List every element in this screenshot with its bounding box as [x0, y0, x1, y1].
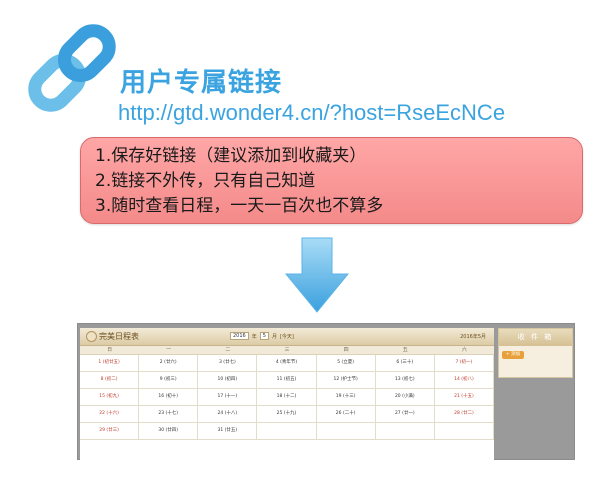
calendar-controls: 2016 年 5 月 [今天]: [230, 332, 294, 340]
inbox-title: 收 件 箱: [499, 329, 572, 346]
calendar-day-cell[interactable]: 20 (小满): [375, 389, 435, 406]
calendar-day-label: 25 (十九): [276, 411, 297, 416]
calendar-day-cell[interactable]: 5 (立夏): [316, 355, 376, 372]
calendar-day-cell[interactable]: 11 (初五): [257, 372, 317, 389]
weekday-label: 四: [343, 347, 349, 353]
calendar-day-label: 6 (三十): [396, 360, 414, 365]
calendar-day-label: 28 (廿二): [454, 411, 474, 416]
calendar-day-label: 30 (廿四): [158, 428, 179, 433]
calendar-day-label: 24 (十八): [217, 411, 238, 416]
calendar-day-cell[interactable]: 9 (初三): [139, 372, 199, 389]
calendar-toolbar: 完美日程表 2016 年 5 月 [今天] 2016年5月: [80, 328, 494, 346]
weekday-label: 二: [225, 347, 231, 353]
calendar-day-cell[interactable]: 25 (十九): [257, 406, 317, 423]
calendar-day-cell[interactable]: 18 (十二): [257, 389, 317, 406]
calendar-day-label: 23 (十七): [158, 411, 179, 416]
calendar-day-cell[interactable]: 29 (廿三): [80, 423, 140, 440]
calendar-day-cell[interactable]: 24 (十八): [198, 406, 258, 423]
calendar-day-cell[interactable]: 3 (廿七): [198, 355, 258, 372]
user-link[interactable]: http://gtd.wonder4.cn/?host=RseEcNCe: [118, 100, 506, 125]
calendar-day-label: 9 (初三): [159, 377, 177, 382]
add-button[interactable]: + 添加: [502, 351, 524, 359]
calendar-day-cell[interactable]: 14 (初八): [434, 372, 494, 389]
calendar-day-label: 10 (初四): [217, 377, 238, 382]
calendar-day-label: 2 (廿六): [159, 360, 177, 365]
chain-link-icon: [28, 24, 116, 112]
calendar-day-label: 4 (青年节): [275, 360, 298, 365]
calendar-day-cell[interactable]: 2 (廿六): [139, 355, 199, 372]
calendar-day-label: 18 (十二): [276, 394, 297, 399]
calendar-day-cell[interactable]: 21 (十五): [434, 389, 494, 406]
calendar-day-cell[interactable]: 16 (初十): [139, 389, 199, 406]
tip-line-1: 1.保存好链接（建议添加到收藏夹）: [95, 146, 367, 166]
calendar-day-label: 13 (初七): [394, 377, 415, 382]
calendar-day-cell[interactable]: 4 (青年节): [257, 355, 317, 372]
calendar-day-cell[interactable]: 10 (初四): [198, 372, 258, 389]
calendar-day-cell[interactable]: [316, 423, 376, 440]
calendar-logo-icon: [86, 331, 97, 342]
calendar-preview: 完美日程表 2016 年 5 月 [今天] 2016年5月 日 一 二 三 四 五 六 1 …: [77, 323, 575, 461]
weekday-label: 一: [166, 347, 172, 353]
calendar-day-label: 8 (初二): [100, 377, 118, 382]
calendar-day-label: 5 (立夏): [337, 360, 355, 365]
inbox-panel: 收 件 箱 + 添加: [498, 328, 573, 378]
calendar-day-label: 20 (小满): [394, 394, 415, 399]
tip-line-2: 2.链接不外传，只有自己知道: [95, 171, 316, 191]
calendar-day-label: 3 (廿七): [218, 360, 236, 365]
tip-line-3: 3.随时查看日程，一天一百次也不算多: [95, 196, 384, 216]
calendar-day-cell[interactable]: [257, 423, 317, 440]
calendar-day-cell[interactable]: 6 (三十): [375, 355, 435, 372]
month-suffix: 月: [271, 333, 277, 340]
calendar-day-cell[interactable]: [375, 423, 435, 440]
weekday-label: 五: [402, 347, 408, 353]
calendar-day-label: 22 (十六): [99, 411, 119, 416]
calendar-day-label: 11 (初五): [276, 377, 297, 382]
calendar-day-cell[interactable]: 30 (廿四): [139, 423, 199, 440]
calendar-day-label: 27 (廿一): [394, 411, 415, 416]
weekday-header: 日一二三四五六: [80, 346, 494, 355]
calendar-day-cell[interactable]: 26 (二十): [316, 406, 376, 423]
calendar-day-label: 21 (十五): [454, 394, 474, 399]
calendar-day-label: 15 (初九): [99, 394, 119, 399]
calendar-current-month: 2016年5月: [460, 334, 486, 340]
calendar-day-label: 26 (二十): [335, 411, 356, 416]
calendar-day-label: 17 (十一): [217, 394, 238, 399]
calendar-day-cell[interactable]: 19 (十三): [316, 389, 376, 406]
calendar-day-cell[interactable]: 28 (廿二): [434, 406, 494, 423]
calendar-day-cell[interactable]: 23 (十七): [139, 406, 199, 423]
calendar-panel: 完美日程表 2016 年 5 月 [今天] 2016年5月 日 一 二 三 四 五 六 1 …: [80, 328, 494, 461]
calendar-day-cell[interactable]: [434, 423, 494, 440]
year-select[interactable]: 2016: [230, 332, 249, 340]
calendar-day-cell[interactable]: 15 (初九): [80, 389, 140, 406]
calendar-grid: 1 (初廿五) 2 (廿六) 3 (廿七) 4 (青年节) 5 (立夏) 6 (三十) 7 …: [80, 355, 494, 440]
calendar-day-label: 31 (廿五): [217, 428, 238, 433]
calendar-brand: 完美日程表: [99, 332, 139, 341]
weekday-label: 日: [107, 347, 113, 353]
calendar-day-cell[interactable]: 31 (廿五): [198, 423, 258, 440]
calendar-day-cell[interactable]: 8 (初二): [80, 372, 140, 389]
tips-box: 1.保存好链接（建议添加到收藏夹） 2.链接不外传，只有自己知道 3.随时查看日…: [80, 137, 583, 224]
weekday-label: 六: [461, 347, 467, 353]
calendar-day-label: 19 (十三): [335, 394, 356, 399]
calendar-day-label: 29 (廿三): [99, 428, 119, 433]
calendar-day-cell[interactable]: 27 (廿一): [375, 406, 435, 423]
arrow-down-icon: [284, 237, 350, 313]
calendar-day-cell[interactable]: 13 (初七): [375, 372, 435, 389]
calendar-day-label: 7 (初一): [455, 360, 473, 365]
calendar-day-cell[interactable]: 1 (初廿五): [80, 355, 140, 372]
calendar-day-label: 14 (初八): [454, 377, 474, 382]
page-title: 用户专属链接: [120, 68, 283, 98]
calendar-day-cell[interactable]: 7 (初一): [434, 355, 494, 372]
calendar-day-label: 12 (护士节): [333, 377, 358, 382]
today-link[interactable]: [今天]: [279, 333, 294, 340]
calendar-day-cell[interactable]: 12 (护士节): [316, 372, 376, 389]
month-select[interactable]: 5: [259, 332, 269, 340]
weekday-label: 三: [284, 347, 290, 353]
calendar-day-cell[interactable]: 17 (十一): [198, 389, 258, 406]
calendar-day-label: 1 (初廿五): [98, 360, 120, 365]
calendar-day-cell[interactable]: 22 (十六): [80, 406, 140, 423]
year-suffix: 年: [251, 333, 257, 340]
calendar-day-label: 16 (初十): [158, 394, 179, 399]
